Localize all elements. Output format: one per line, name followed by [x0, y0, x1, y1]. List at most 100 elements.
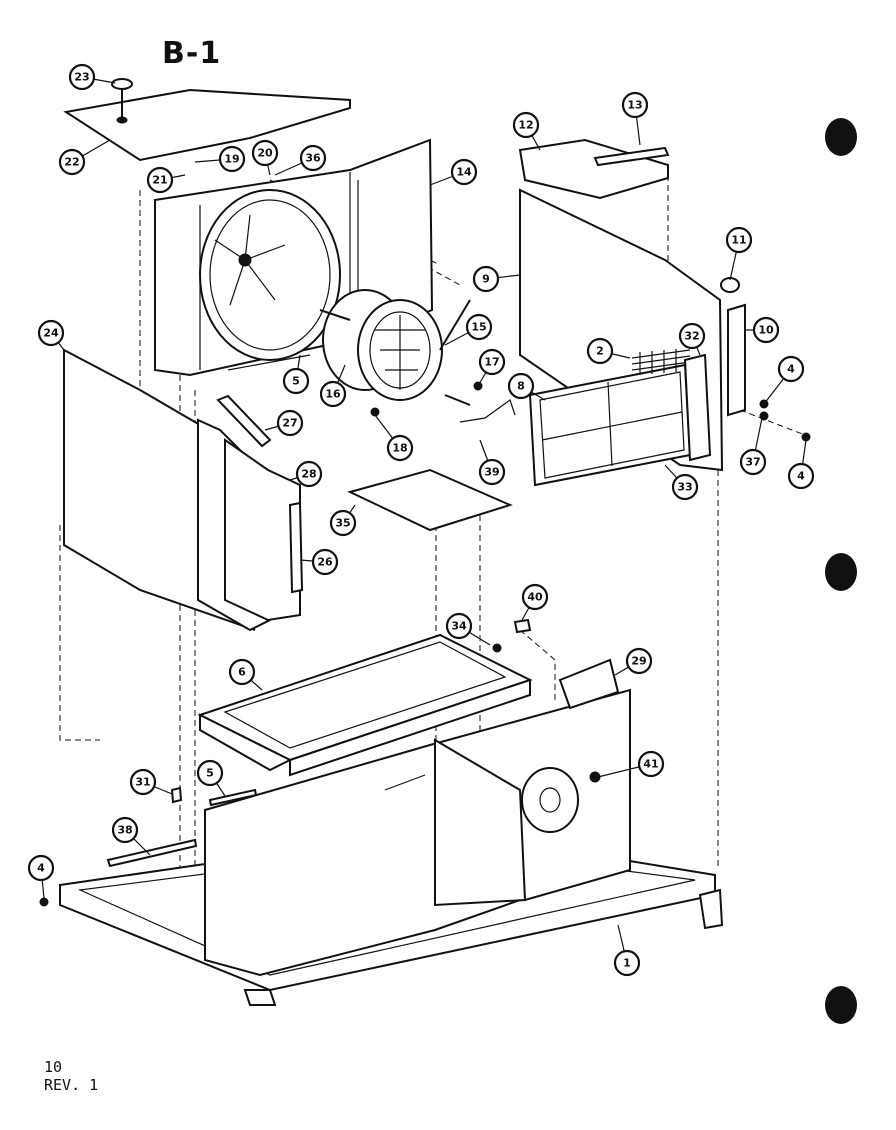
chain	[459, 399, 516, 423]
callout-number: 41	[643, 758, 658, 771]
callout-number: 23	[74, 71, 89, 84]
callout-circle	[295, 460, 323, 488]
callout-number: 28	[301, 468, 316, 481]
callout-18: 18	[386, 434, 414, 462]
callout-circle	[196, 759, 224, 787]
callout-number: 40	[527, 591, 543, 604]
callout-38: 38	[111, 816, 139, 844]
callout-28: 28	[295, 460, 323, 488]
callout-circle	[671, 473, 699, 501]
callout-circle	[299, 144, 327, 172]
fan-motor	[319, 289, 471, 406]
callout-16: 16	[319, 380, 347, 408]
callout-circle	[445, 612, 473, 640]
callout-number: 13	[627, 99, 642, 112]
revision-label: REV. 1	[44, 1076, 99, 1094]
callout-number: 4	[37, 862, 45, 875]
callout-circle	[586, 337, 614, 365]
grille	[631, 349, 691, 375]
callout-number: 27	[282, 417, 297, 430]
callout-number: 20	[257, 147, 273, 160]
callout-number: 2	[596, 345, 604, 358]
callout-number: 16	[325, 388, 341, 401]
callout-5: 5	[196, 759, 224, 787]
callout-39: 39	[478, 458, 506, 486]
air-filter	[528, 363, 692, 487]
callout-21: 21	[146, 166, 174, 194]
callout-circle	[465, 313, 493, 341]
callout-27: 27	[276, 409, 304, 437]
diagram-title: B-1	[162, 36, 222, 71]
callout-5: 5	[282, 367, 310, 395]
control-knob	[111, 78, 133, 124]
callout-31: 31	[129, 768, 157, 796]
callout-17: 17	[478, 348, 506, 376]
callout-circle	[282, 367, 310, 395]
callout-22: 22	[58, 148, 86, 176]
binder-hole-top	[825, 118, 857, 156]
binder-hole-bottom	[825, 986, 857, 1024]
callout-8: 8	[507, 372, 535, 400]
callout-number: 17	[484, 356, 499, 369]
page-number: 10	[44, 1058, 63, 1076]
callout-circle	[739, 448, 767, 476]
callout-number: 34	[451, 620, 467, 633]
callout-4: 4	[777, 355, 805, 383]
callout-35: 35	[329, 509, 357, 537]
callout-number: 5	[206, 767, 214, 780]
callout-circle	[386, 434, 414, 462]
callout-29: 29	[625, 647, 653, 675]
callout-circle	[613, 949, 641, 977]
callout-37: 37	[739, 448, 767, 476]
callout-number: 15	[471, 321, 486, 334]
callout-33: 33	[671, 473, 699, 501]
callout-number: 1	[623, 957, 631, 970]
callout-number: 11	[731, 234, 746, 247]
callout-32: 32	[678, 322, 706, 350]
callout-20: 20	[251, 139, 279, 167]
callout-number: 18	[392, 442, 407, 455]
callout-circle	[752, 316, 780, 344]
callout-number: 35	[335, 517, 350, 530]
callout-40: 40	[521, 583, 549, 611]
callout-24: 24	[37, 319, 65, 347]
callout-circle	[478, 458, 506, 486]
callout-number: 21	[152, 174, 167, 187]
callout-circle	[478, 348, 506, 376]
callout-circle	[472, 265, 500, 293]
callout-number: 12	[518, 119, 533, 132]
callout-circle	[111, 816, 139, 844]
callout-circle	[787, 462, 815, 490]
callout-circle	[512, 111, 540, 139]
callout-number: 39	[484, 466, 499, 479]
callout-number: 38	[117, 824, 132, 837]
callout-circle	[146, 166, 174, 194]
side-bracket	[727, 303, 746, 417]
callout-circle	[228, 658, 256, 686]
callout-circle	[450, 158, 478, 186]
callout-15: 15	[465, 313, 493, 341]
binder-hole-middle	[825, 553, 857, 591]
callout-9: 9	[472, 265, 500, 293]
callout-6: 6	[228, 658, 256, 686]
callout-circle	[521, 583, 549, 611]
callout-10: 10	[752, 316, 780, 344]
callout-circle	[58, 148, 86, 176]
callout-circle	[37, 319, 65, 347]
callout-circle	[621, 91, 649, 119]
callout-circle	[637, 750, 665, 778]
callout-13: 13	[621, 91, 649, 119]
callout-circle	[329, 509, 357, 537]
callout-number: 37	[745, 456, 760, 469]
callout-number: 8	[517, 380, 525, 393]
callout-circle	[218, 145, 246, 173]
callout-number: 33	[677, 481, 692, 494]
callout-34: 34	[445, 612, 473, 640]
callout-12: 12	[512, 111, 540, 139]
callout-4: 4	[787, 462, 815, 490]
callout-4: 4	[27, 854, 55, 882]
cover-plate-35	[347, 468, 513, 532]
callout-number: 4	[797, 470, 805, 483]
